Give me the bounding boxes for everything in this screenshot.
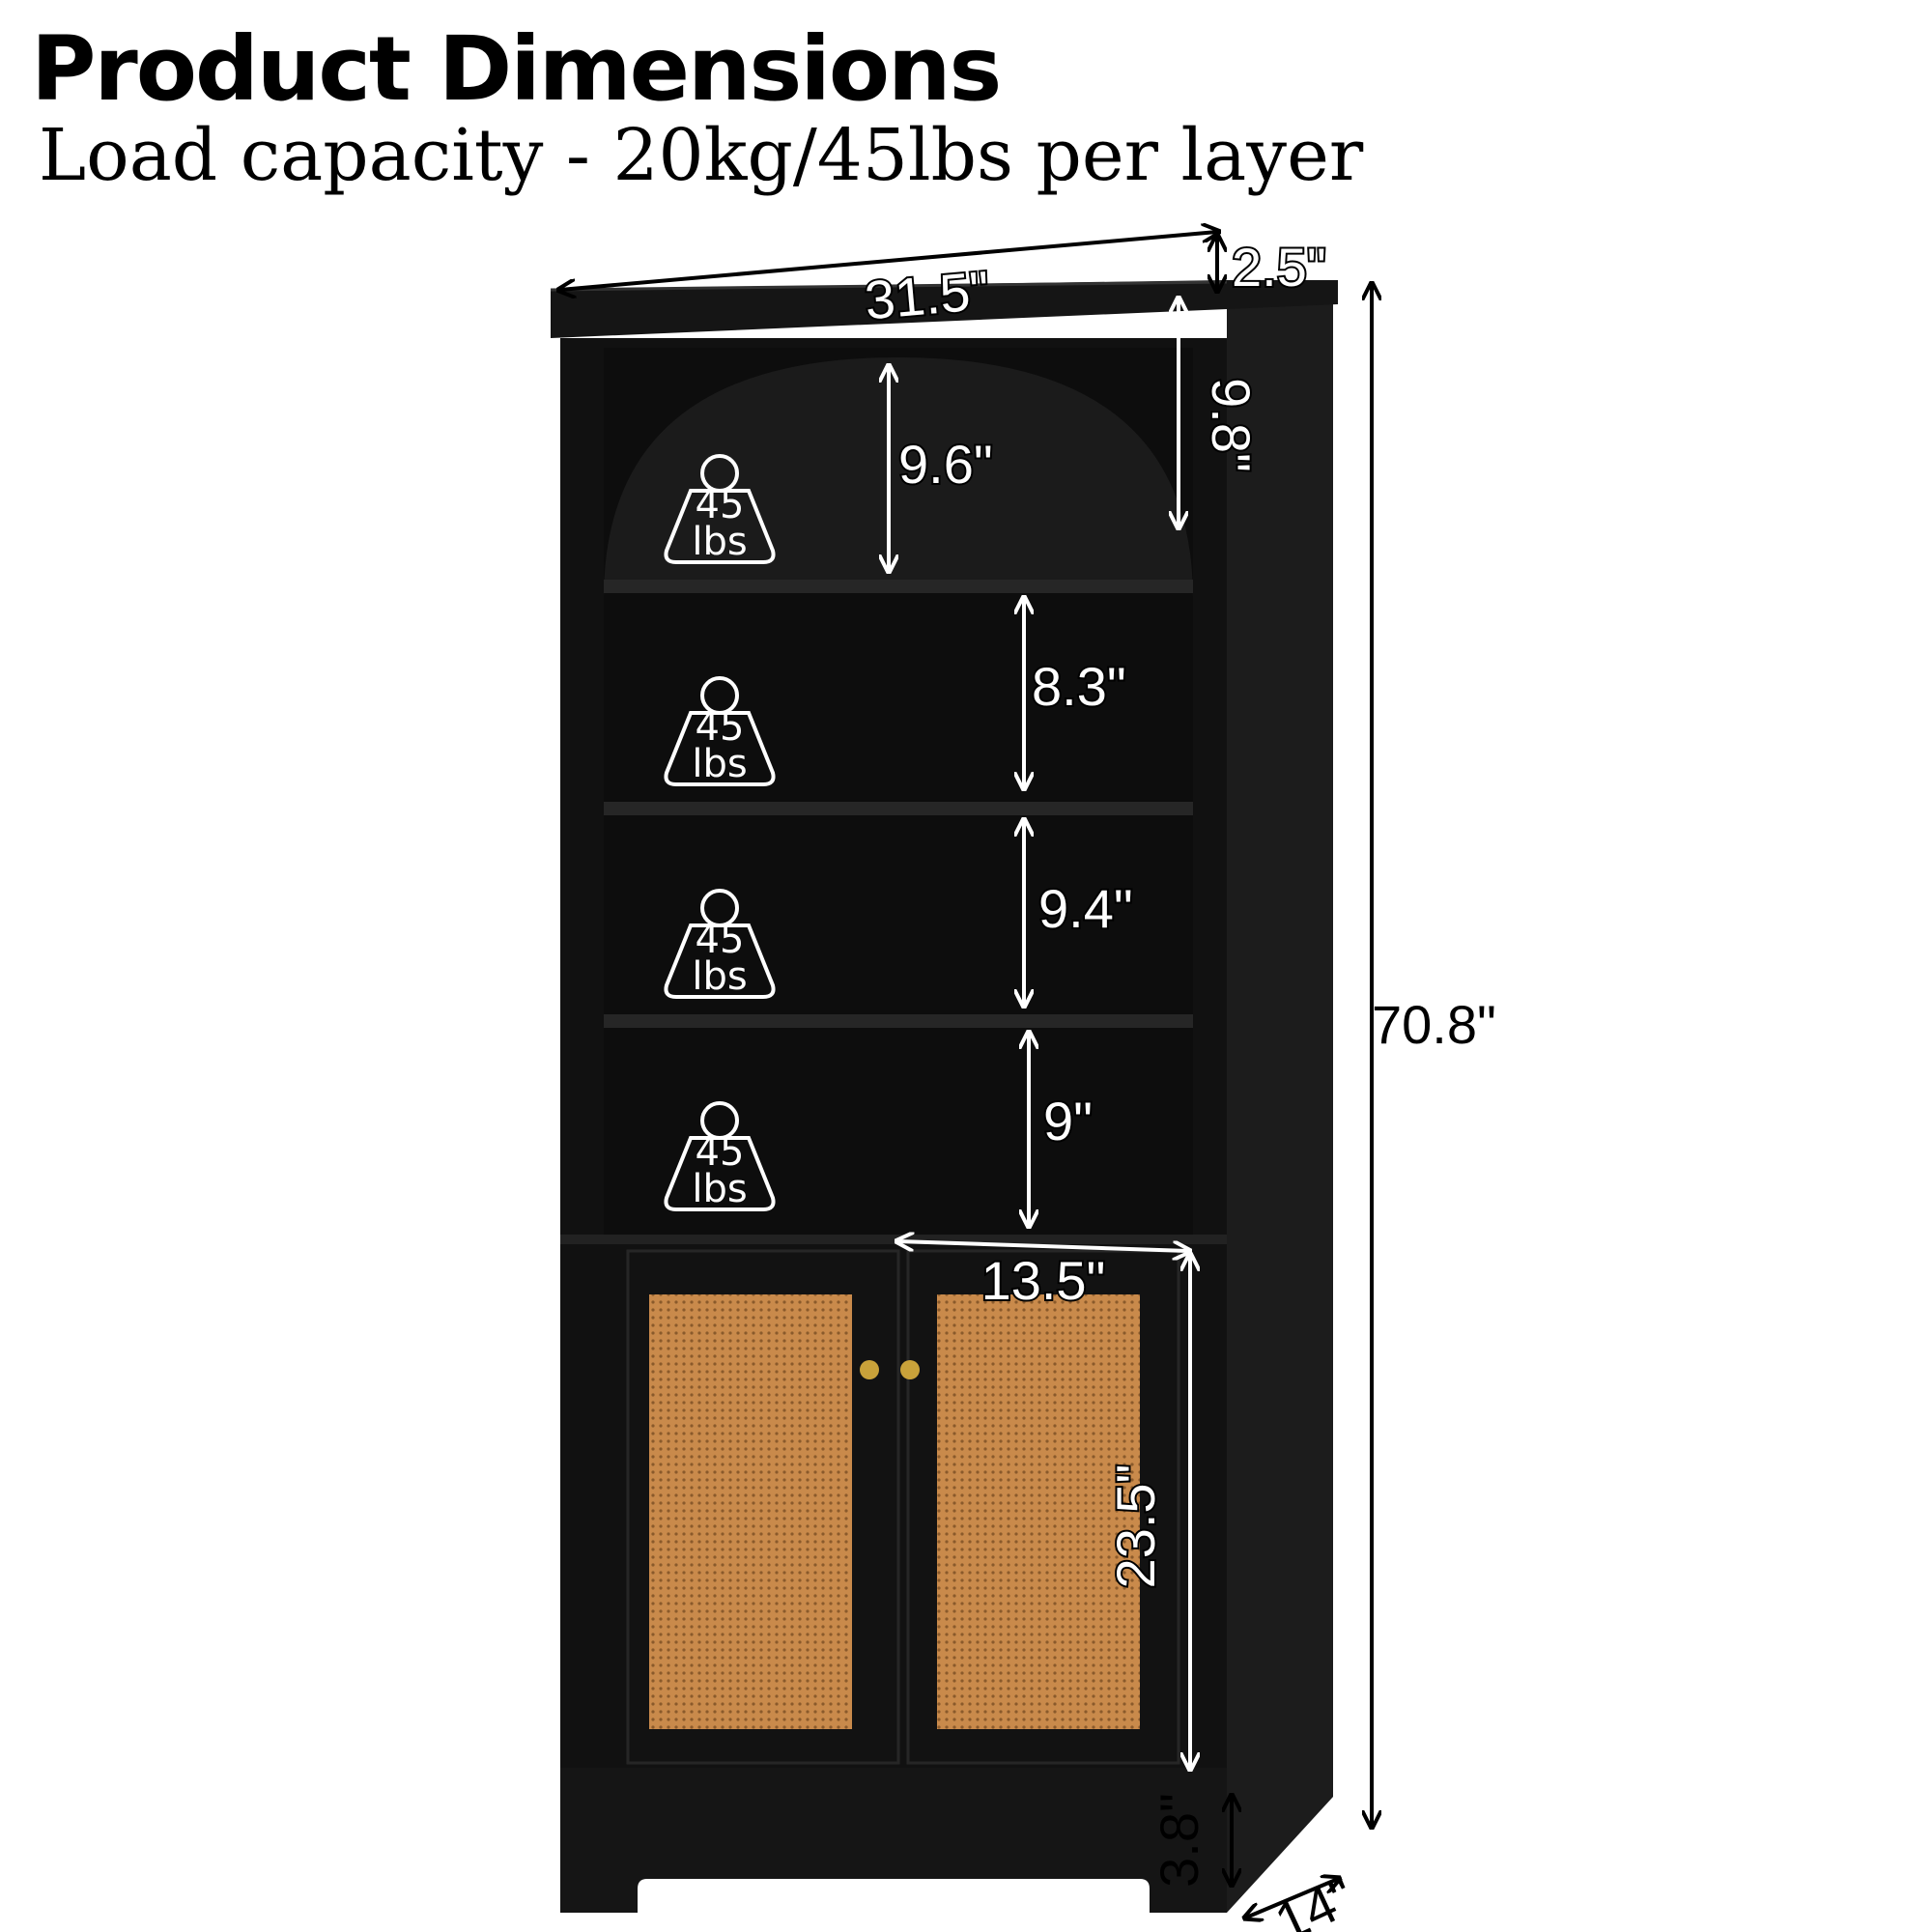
weight-badge-1: 45 lbs	[664, 454, 776, 564]
weight-badge-value: 45	[696, 918, 745, 962]
left-door-rattan-panel	[649, 1294, 852, 1729]
weight-badge-unit: lbs	[692, 954, 747, 999]
right-door-rattan-panel	[937, 1294, 1140, 1729]
weight-badge-3: 45 lbs	[664, 889, 776, 999]
cabinet-height-label: 23.5"	[1105, 1464, 1166, 1589]
shelf-3-height-label: 9.4"	[1038, 878, 1133, 939]
load-capacity-subtitle: Load capacity - 20kg/45lbs per layer	[39, 114, 1364, 197]
shelf-4	[560, 1235, 1227, 1244]
top-width-arrow	[560, 232, 1217, 290]
shelf-2	[604, 802, 1193, 815]
shelf-1	[604, 580, 1193, 593]
shelf-4-height-label: 9"	[1043, 1091, 1093, 1151]
side-panel	[1227, 280, 1333, 1913]
weight-badge-unit: lbs	[692, 742, 747, 786]
interior-depth-arrow	[898, 1241, 1188, 1251]
weight-badge-value: 45	[696, 1130, 745, 1175]
weight-badge-4: 45 lbs	[664, 1101, 776, 1211]
base-height-label: 3.8"	[1149, 1793, 1209, 1888]
depth-arrow	[1246, 1879, 1338, 1918]
weight-badge-2: 45 lbs	[664, 676, 776, 786]
weight-badge-value: 45	[696, 705, 745, 750]
interior-depth-label: 13.5"	[981, 1250, 1106, 1311]
weight-badge-unit: lbs	[692, 1167, 747, 1211]
total-height-label: 70.8"	[1372, 994, 1496, 1055]
weight-badge-unit: lbs	[692, 520, 747, 564]
left-door-knob	[860, 1360, 879, 1379]
top-width-label: 31.5"	[863, 260, 992, 331]
arch-opening	[604, 357, 1193, 599]
arch-height-label: 9.6"	[898, 434, 993, 495]
shelf-3	[604, 1014, 1193, 1028]
top-height-label: 2.5"	[1232, 237, 1326, 298]
page-title: Product Dimensions	[31, 17, 1002, 121]
arch-side-height-label: 9.8"	[1201, 378, 1262, 472]
weight-badge-value: 45	[696, 483, 745, 527]
shelf-2-height-label: 8.3"	[1032, 656, 1126, 717]
depth-label: 14"	[1265, 1864, 1363, 1932]
right-door-knob	[900, 1360, 920, 1379]
